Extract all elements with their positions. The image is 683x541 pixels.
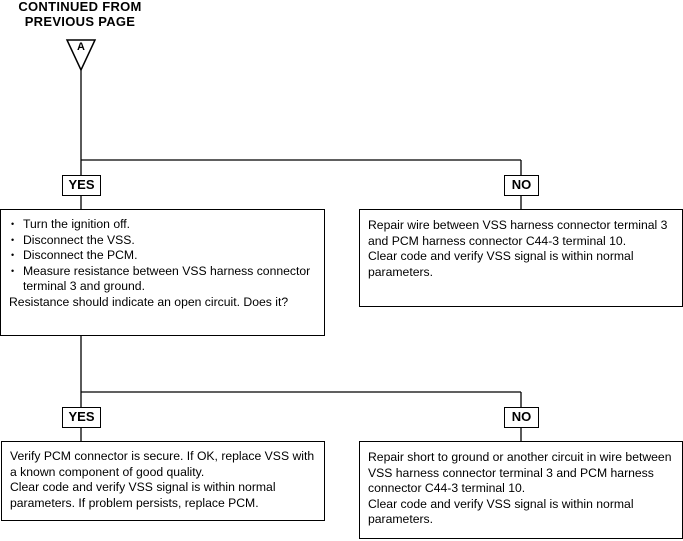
- step-list: Turn the ignition off. Disconnect the VS…: [9, 217, 316, 295]
- yes-tag-1: YES: [62, 175, 101, 196]
- step-item: Disconnect the PCM.: [9, 248, 316, 264]
- connector-label: A: [77, 41, 85, 53]
- no-box-2-line1: Repair short to ground or another circui…: [368, 450, 672, 495]
- no-box-1-line2: Clear code and verify VSS signal is with…: [368, 249, 634, 279]
- yes-tag-2: YES: [62, 407, 101, 428]
- yes-box-2-line1: Verify PCM connector is secure. If OK, r…: [10, 449, 315, 479]
- no-box-2: Repair short to ground or another circui…: [359, 441, 683, 539]
- no-tag-2: NO: [504, 407, 539, 428]
- yes-box-1: Turn the ignition off. Disconnect the VS…: [0, 209, 325, 336]
- step-item: Turn the ignition off.: [9, 217, 316, 233]
- step-item: Measure resistance between VSS harness c…: [9, 264, 316, 295]
- question-text: Resistance should indicate an open circu…: [9, 294, 289, 309]
- yes-box-2: Verify PCM connector is secure. If OK, r…: [1, 441, 325, 521]
- yes-box-2-line2: Clear code and verify VSS signal is with…: [10, 480, 276, 510]
- header-line-1: CONTINUED FROM: [18, 0, 142, 14]
- no-box-1: Repair wire between VSS harness connecto…: [359, 209, 683, 307]
- step-item: Disconnect the VSS.: [9, 233, 316, 249]
- continued-header: CONTINUED FROM PREVIOUS PAGE: [10, 0, 150, 29]
- offpage-connector-triangle: [65, 39, 97, 72]
- no-tag-1: NO: [504, 175, 539, 196]
- no-box-2-line2: Clear code and verify VSS signal is with…: [368, 496, 634, 527]
- header-line-2: PREVIOUS PAGE: [24, 14, 136, 29]
- no-box-1-line1: Repair wire between VSS harness connecto…: [368, 218, 668, 248]
